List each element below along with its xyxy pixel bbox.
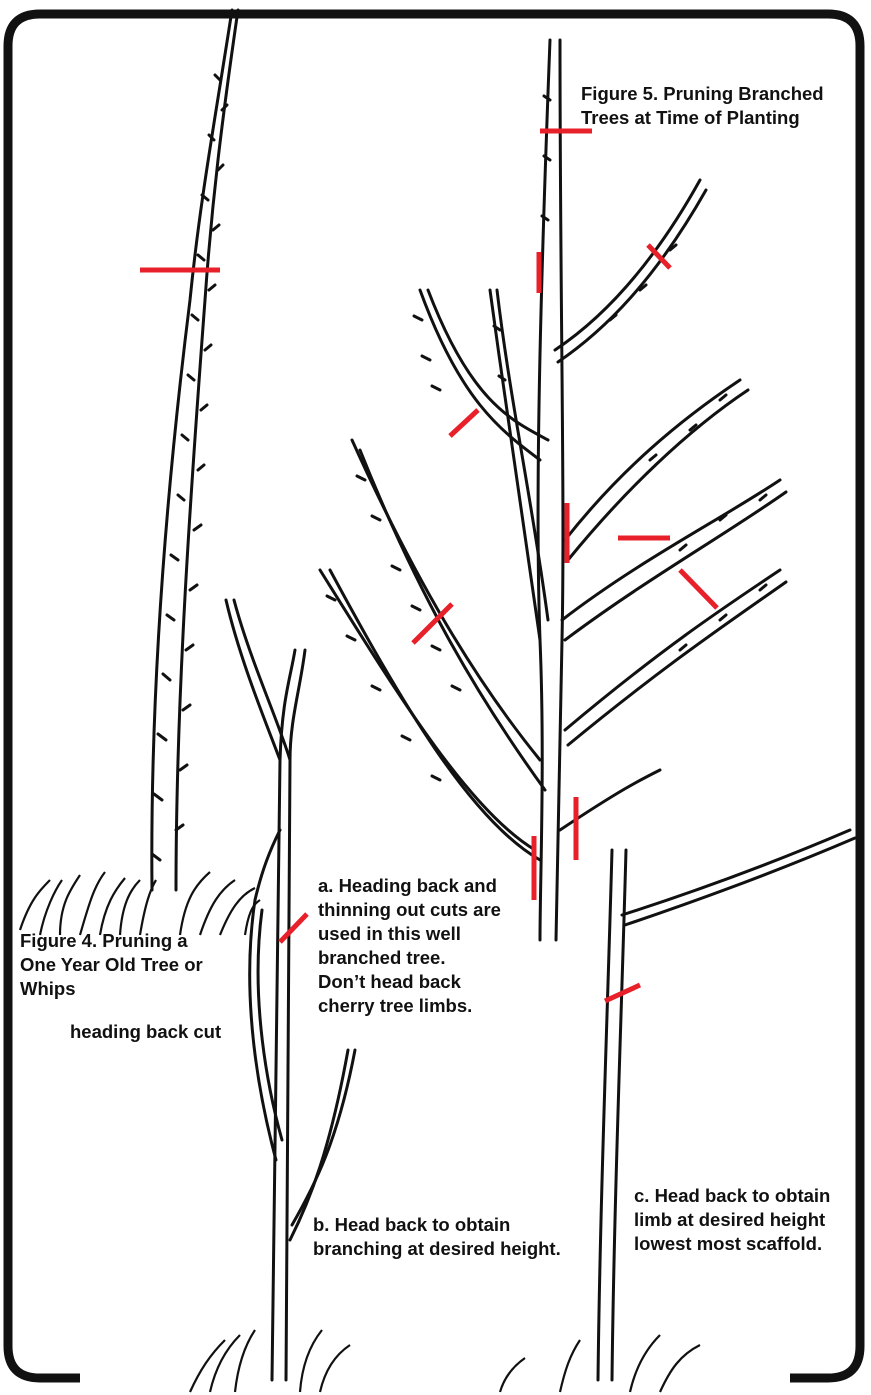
branched-tree: [320, 40, 786, 940]
cut-mark-tree-b: [280, 914, 307, 942]
grass-b: [190, 1330, 350, 1392]
heading-back-cut-label: heading back cut: [70, 1020, 270, 1044]
cut-mark-right-limb-2: [680, 570, 717, 608]
whip-tree: [152, 10, 238, 890]
frame-border: [8, 14, 860, 1378]
grass-left: [20, 872, 260, 935]
figure-4-title: Figure 4. Pruning a One Year Old Tree or…: [20, 929, 250, 1001]
figure-5-title: Figure 5. Pruning Branched Trees at Time…: [581, 82, 866, 130]
tree-c: [598, 830, 855, 1380]
note-b: b. Head back to obtain branching at desi…: [313, 1213, 603, 1261]
cut-mark-left-branch: [450, 410, 478, 436]
note-a: a. Heading back and thinning out cuts ar…: [318, 874, 548, 1018]
cut-marks: [140, 131, 717, 1001]
note-c: c. Head back to obtain limb at desired h…: [634, 1184, 869, 1256]
